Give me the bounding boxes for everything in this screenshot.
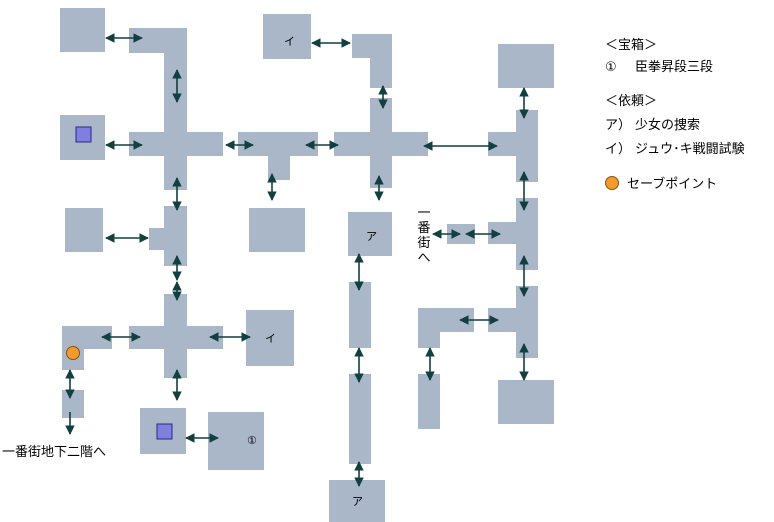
room-mark-request-i-top: イ [284,35,295,48]
legend: ＜宝箱＞ ① 臣拳昇段三段 ＜依頼＞ ア）少女の捜索 イ）ジュウ･キ戦闘試験 セー… [605,38,745,193]
legend-request-name: 少女の捜索 [635,118,701,133]
room-mark-request-a-bottom: ア [352,495,363,508]
room-request-i-top [263,14,311,59]
legend-request-item: ア）少女の捜索 [605,118,745,134]
legend-treasure-item: ① 臣拳昇段三段 [605,60,745,76]
legend-treasure-header: ＜宝箱＞ [605,38,658,53]
room-left-mid [65,208,103,252]
legend-save-label: セーブポイント [627,177,718,192]
legend-request-num: ア） [605,118,632,133]
room-request-a-mid [348,212,392,256]
legend-request-num: イ） [605,142,632,157]
room-top-left [60,8,105,52]
room-mark-request-i-mid: イ [265,332,276,345]
save-point-icon [605,176,619,190]
room-bottom-right [498,380,554,424]
room-top-right [498,44,554,88]
treasure-chest-marker [75,126,92,143]
legend-save: セーブポイント [605,176,745,193]
treasure-markers [75,126,173,440]
connector-arrows [65,33,529,487]
legend-treasure-num: ① [605,60,617,75]
treasure-chest-marker [156,423,173,440]
hub-4 [129,326,223,349]
room-request-a-bottom [329,480,385,522]
save-point-dot [66,346,80,360]
legend-request-item: イ）ジュウ･キ戦闘試験 [605,142,745,158]
floor-tiles [60,8,554,522]
legend-treasure-name: 臣拳昇段三段 [635,60,714,75]
exit-label-south: 一番街地下二階へ [2,445,107,460]
exit-label-east: 一番街へ [417,206,431,266]
room-mark-request-a-mid: ア [366,230,377,243]
room-mid-top [249,208,305,252]
room-mark-treasure-1: ① [247,434,257,447]
legend-request-name: ジュウ･キ戦闘試験 [635,142,745,157]
room-request-i-mid [246,310,294,366]
legend-request-header: ＜依頼＞ [605,94,658,109]
